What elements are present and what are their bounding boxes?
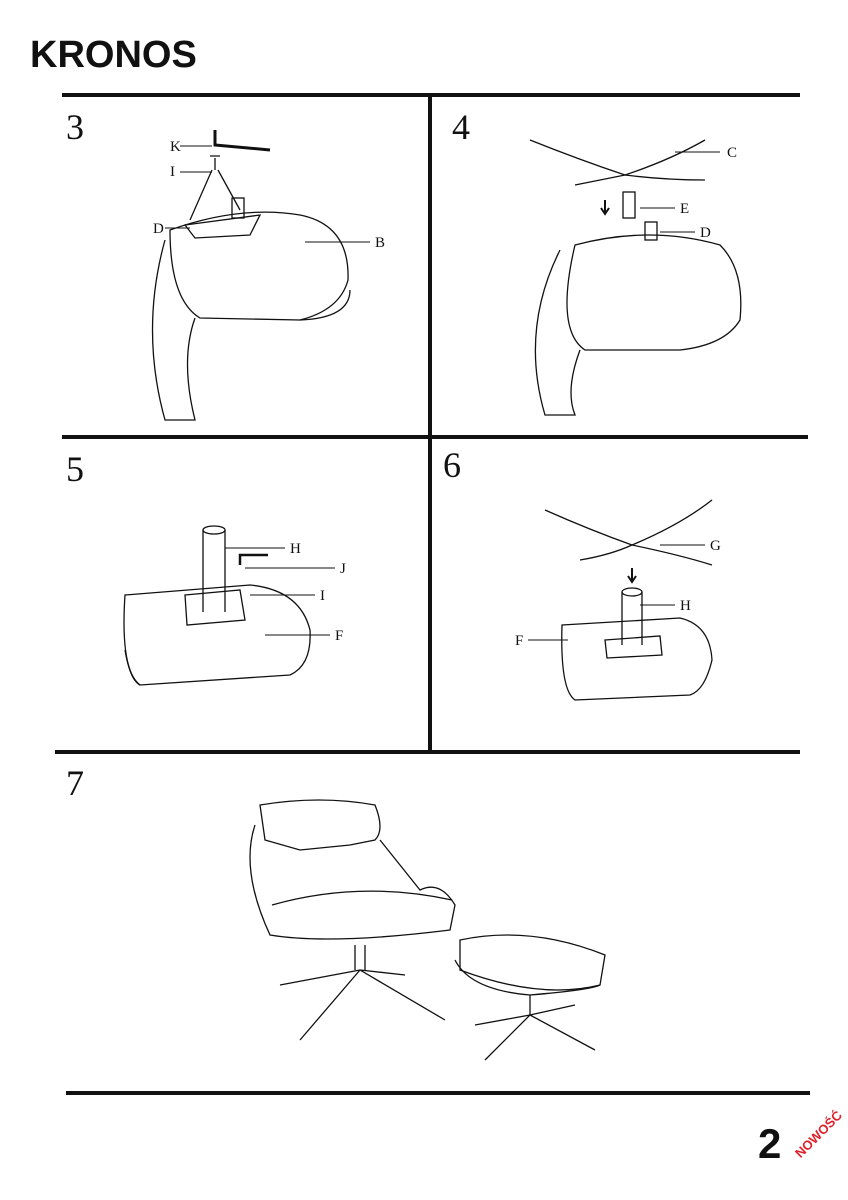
part-label-k: K	[170, 139, 181, 155]
step-number-3: 3	[66, 107, 84, 147]
part-label-i: I	[320, 588, 325, 604]
step5-illustration	[123, 525, 311, 686]
step6-illustration	[544, 499, 713, 701]
divider	[66, 1091, 810, 1095]
part-label-g: G	[710, 538, 721, 554]
product-title: KRONOS	[30, 34, 197, 76]
divider	[55, 750, 800, 754]
part-label-e: E	[680, 201, 689, 217]
step-number-5: 5	[66, 449, 84, 489]
part-label-f: F	[515, 633, 523, 649]
divider	[428, 95, 432, 752]
part-label-f: F	[335, 628, 343, 644]
step4-illustration	[529, 139, 742, 416]
part-label-i: I	[170, 164, 175, 180]
part-label-h: H	[680, 598, 691, 614]
step7-illustration	[249, 799, 606, 1061]
step3-illustration	[151, 130, 351, 421]
page-number: 2	[758, 1120, 782, 1167]
part-label-b: B	[375, 235, 385, 251]
step-number-6: 6	[443, 445, 461, 485]
part-label-j: J	[340, 561, 346, 577]
step-number-7: 7	[66, 763, 84, 803]
part-label-h: H	[290, 541, 301, 557]
part-label-c: C	[727, 145, 737, 161]
part-label-d: D	[700, 225, 711, 241]
part-label-d: D	[153, 221, 164, 237]
step-number-4: 4	[452, 107, 470, 147]
divider	[62, 435, 808, 439]
